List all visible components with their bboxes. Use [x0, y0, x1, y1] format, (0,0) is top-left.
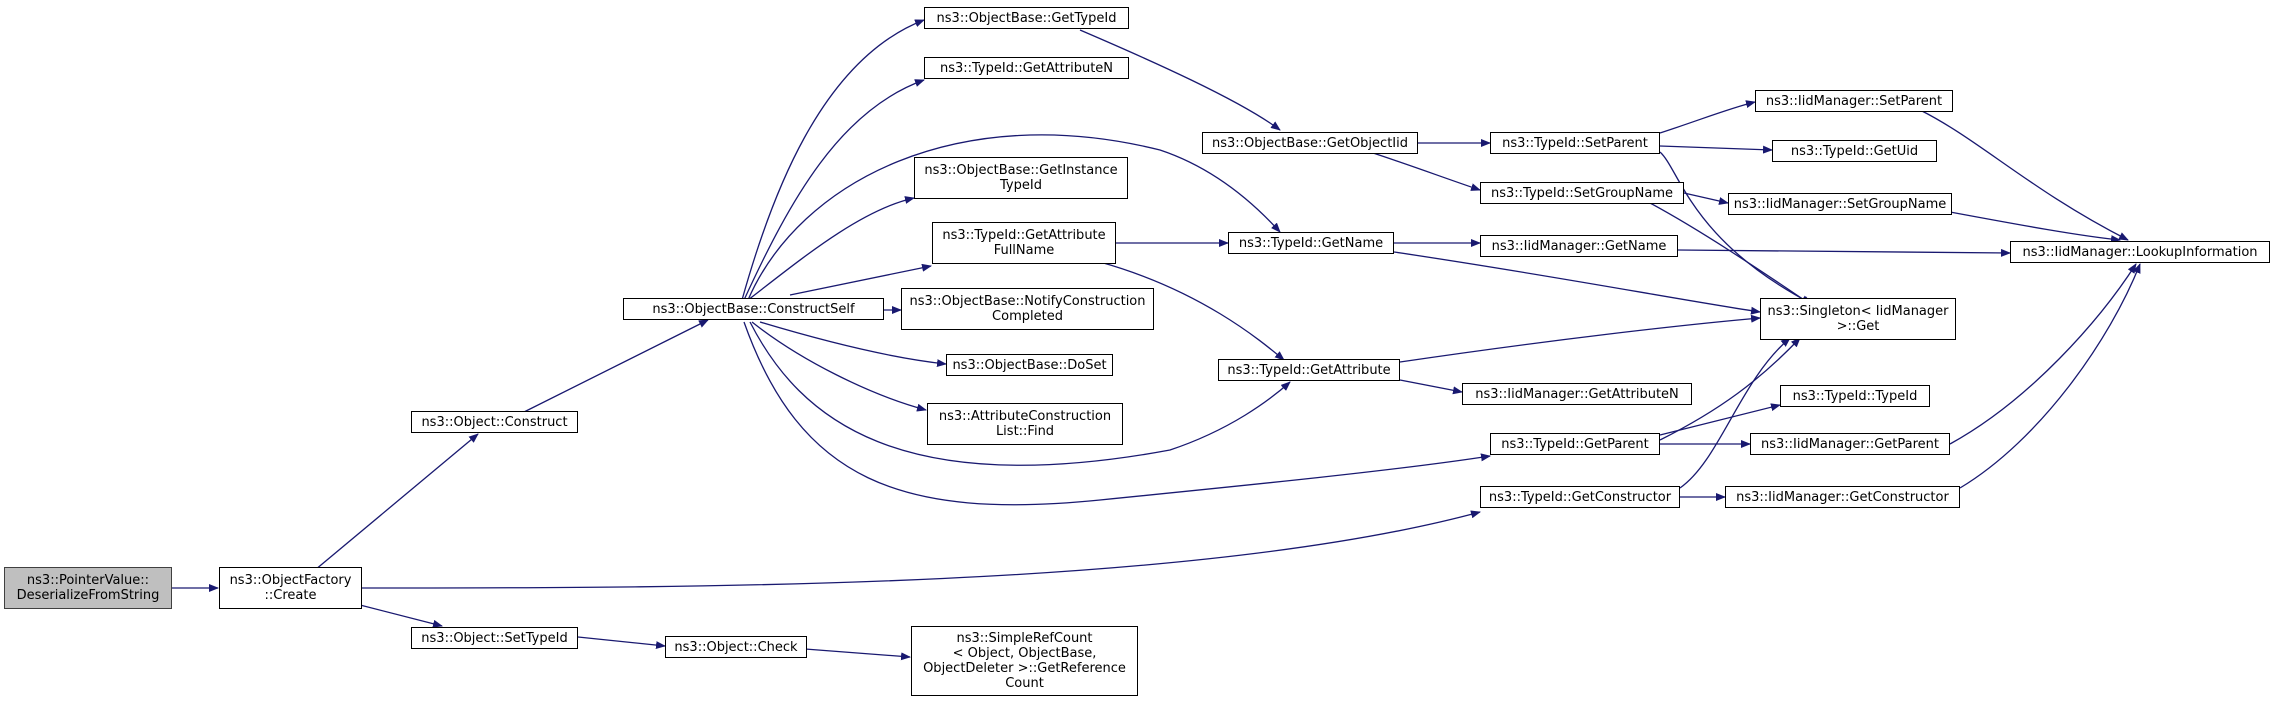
edge-cs-getinstancetypeid: [747, 196, 915, 301]
node-objectbase-getobjectiid[interactable]: ns3::ObjectBase::GetObjectIid: [1202, 132, 1418, 154]
edge-setparent-getuid: [1659, 145, 1773, 154]
edge-cs-gettypeid: [741, 19, 925, 301]
node-iidmanager-setgroupname[interactable]: ns3::IidManager::SetGroupName: [1728, 193, 1952, 215]
node-simplerefcount-getreferencecount[interactable]: ns3::SimpleRefCount < Object, ObjectBase…: [911, 626, 1138, 696]
edge-create-getconstructor: [361, 510, 1481, 589]
node-typeid-typeid[interactable]: ns3::TypeId::TypeId: [1780, 385, 1930, 407]
edge-gettypeid-getobjectiid: [1079, 29, 1281, 131]
edge-settypeid-check: [577, 636, 666, 650]
edge-check-simplerefcount: [804, 648, 911, 661]
node-iidmanager-setparent[interactable]: ns3::IidManager::SetParent: [1755, 90, 1953, 112]
edge-goi-setgroupname: [1369, 151, 1481, 191]
edge-iidsetparent-lookup: [1919, 109, 2129, 241]
edge-gafn-getattribute: [1099, 261, 1285, 361]
edge-create-settypeid: [359, 604, 443, 628]
edge-getattribute-singleton: [1399, 314, 1761, 363]
node-pointervalue-deserializefromstring: ns3::PointerValue:: DeserializeFromStrin…: [4, 567, 172, 609]
edge-iidgetname-lookup: [1677, 248, 2011, 257]
edge-getattribute-iidgetattributen: [1399, 379, 1463, 395]
edge-getname-singleton: [1393, 251, 1761, 315]
edge-create-construct: [314, 433, 479, 571]
edge-cs-find: [751, 321, 927, 412]
edge-cs-getattributen: [743, 79, 925, 301]
edge-getparent-typeidtypeid: [1659, 403, 1781, 436]
node-iidmanager-getconstructor[interactable]: ns3::IidManager::GetConstructor: [1725, 486, 1960, 508]
edge-setparent-singleton: [1659, 151, 1813, 305]
edge-construct-constructself: [517, 319, 709, 416]
node-objectbase-doset[interactable]: ns3::ObjectBase::DoSet: [946, 354, 1113, 376]
node-typeid-getname[interactable]: ns3::TypeId::GetName: [1228, 232, 1394, 254]
node-typeid-getattributefullname[interactable]: ns3::TypeId::GetAttribute FullName: [932, 222, 1116, 264]
node-typeid-getattributen[interactable]: ns3::TypeId::GetAttributeN: [924, 57, 1129, 79]
edge-iidsetgroupname-lookup: [1949, 211, 2121, 244]
node-objectfactory-create[interactable]: ns3::ObjectFactory ::Create: [219, 567, 362, 609]
edge-setparent-iidsetparent: [1659, 100, 1756, 134]
node-typeid-setgroupname[interactable]: ns3::TypeId::SetGroupName: [1480, 182, 1684, 204]
node-object-construct[interactable]: ns3::Object::Construct: [411, 411, 578, 433]
node-objectbase-gettypeid[interactable]: ns3::ObjectBase::GetTypeId: [924, 7, 1129, 29]
edge-cs-getattributefullname: [789, 263, 932, 296]
node-object-check[interactable]: ns3::Object::Check: [665, 636, 807, 658]
edge-getconstructor-singleton: [1679, 337, 1791, 489]
edge-cs-getparent: [743, 321, 1491, 506]
edge-iidgetparent-lookup: [1949, 263, 2137, 445]
edge-iidgetconstructor-lookup: [1959, 263, 2141, 489]
edge-cs-getname: [747, 134, 1281, 301]
node-objectbase-notifyconstructioncompleted[interactable]: ns3::ObjectBase::NotifyConstruction Comp…: [901, 288, 1154, 330]
node-singleton-iidmanager-get[interactable]: ns3::Singleton< IidManager >::Get: [1760, 298, 1956, 340]
node-objectbase-getinstancetypeid[interactable]: ns3::ObjectBase::GetInstance TypeId: [914, 157, 1128, 199]
node-iidmanager-getattributen[interactable]: ns3::IidManager::GetAttributeN: [1462, 383, 1692, 405]
node-iidmanager-getparent[interactable]: ns3::IidManager::GetParent: [1750, 433, 1950, 455]
node-attributeconstructionlist-find[interactable]: ns3::AttributeConstruction List::Find: [927, 403, 1123, 445]
node-typeid-getattribute[interactable]: ns3::TypeId::GetAttribute: [1218, 359, 1400, 381]
node-typeid-setparent[interactable]: ns3::TypeId::SetParent: [1490, 132, 1660, 154]
node-typeid-getconstructor[interactable]: ns3::TypeId::GetConstructor: [1480, 486, 1680, 508]
node-iidmanager-getname[interactable]: ns3::IidManager::GetName: [1480, 235, 1678, 257]
node-object-settypeid[interactable]: ns3::Object::SetTypeId: [411, 627, 578, 649]
edge-setgroupname-iidsetgroupname: [1683, 192, 1729, 205]
node-typeid-getuid[interactable]: ns3::TypeId::GetUid: [1772, 140, 1937, 162]
node-objectbase-constructself[interactable]: ns3::ObjectBase::ConstructSelf: [623, 298, 884, 320]
edge-cs-getattribute: [749, 321, 1291, 466]
node-typeid-getparent[interactable]: ns3::TypeId::GetParent: [1490, 433, 1660, 455]
node-iidmanager-lookupinformation[interactable]: ns3::IidManager::LookupInformation: [2010, 241, 2270, 263]
edge-cs-doset: [759, 321, 947, 368]
